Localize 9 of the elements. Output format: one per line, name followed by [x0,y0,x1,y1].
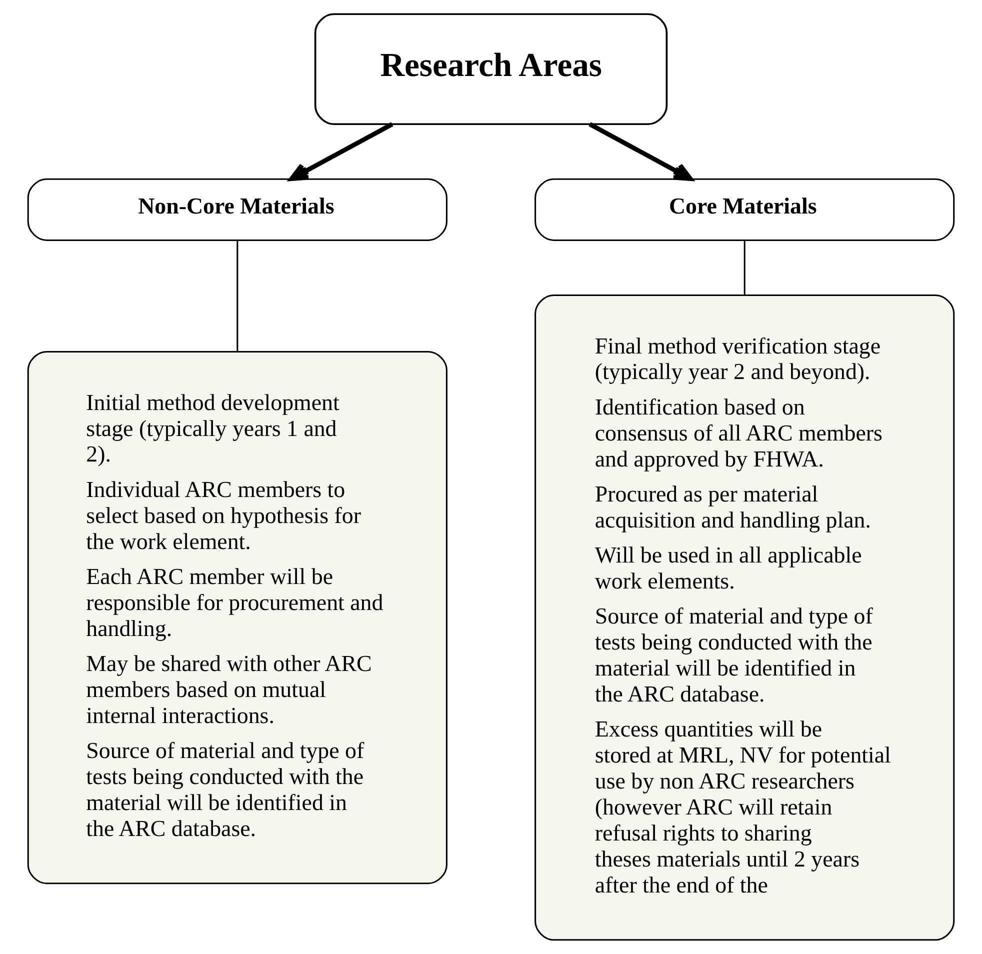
node-box: Initial method development stage (typically years 1 and 2). Individual ARC members to select based on hypothesis for the work element. Each ARC member will be responsible for procurement and handling. May be shared with other ARC members based on mutual internal interactions. Source of material and type of tests being conducted with the material will be identified in the ARC database. [27,350,448,884]
node-box: Research Areas [314,13,668,126]
node-box: Non-Core Materials [27,178,448,241]
arrow [289,122,394,182]
node-box: Core Materials [534,178,955,241]
node-box: Final method verification stage (typically year 2 and beyond). Identification based on consensus of all ARC members and approved by FHWA. Procured as per material acquisition and handling plan. Will be used in all applicable work elements. Source of material and type of tests being conducted with the material will be identified in the ARC database. Excess quantities will be stored at MRL, NV for potential use by non ARC researchers (however ARC will retain refusal rights to sharing theses materials until 2 years after the end of the [534,294,955,941]
arrow [588,122,693,182]
connector [744,240,746,296]
connector [236,240,238,352]
